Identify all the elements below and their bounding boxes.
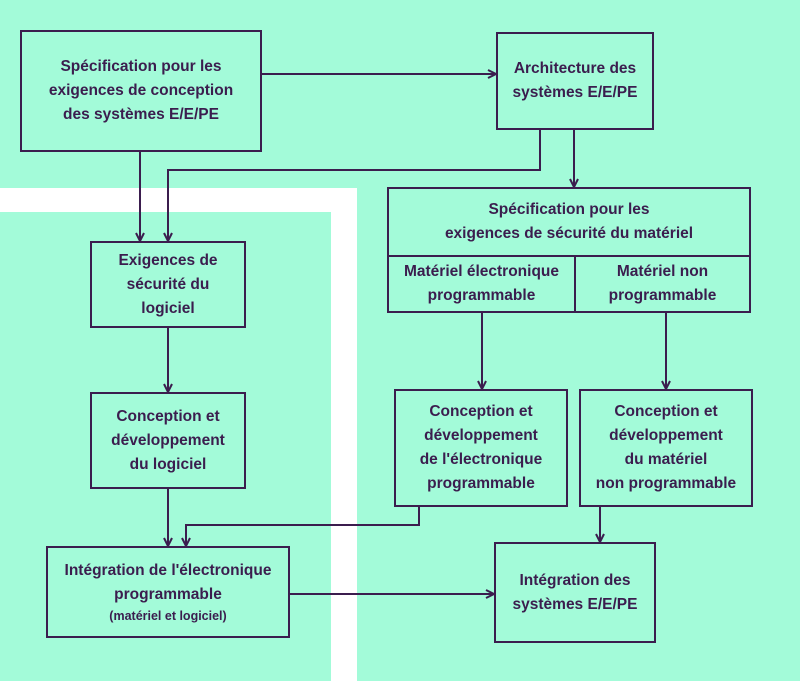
arrow-conception-electronique-to-integration [186, 507, 420, 546]
box-architecture-label: Architecture des systèmes E/E/PE [512, 60, 638, 101]
box-spec-securite-materiel-label: Spécification pour les exigences de sécu… [444, 201, 694, 242]
box-architecture: Architecture des systèmes E/E/PE [496, 32, 654, 130]
box-conception-logiciel-label: Conception et développement du logiciel [111, 407, 225, 473]
box-conception-materiel: Conception et développement du matériel … [579, 389, 753, 507]
box-materiel-non-programmable-label: Matériel non programmable [608, 263, 717, 304]
box-integration-systemes: Intégration des systèmes E/E/PE [494, 542, 656, 643]
box-conception-materiel-label: Conception et développement du matériel … [595, 403, 737, 492]
box-spec-conception-label: Spécification pour les exigences de conc… [48, 58, 234, 123]
arrow-architecture-to-exigences [168, 130, 541, 241]
box-integration-electronique-note: (matériel et logiciel) [109, 609, 227, 623]
box-integration-electronique: Intégration de l'électronique programmab… [46, 546, 290, 638]
box-spec-securite-materiel: Spécification pour les exigences de sécu… [387, 187, 751, 257]
box-conception-logiciel: Conception et développement du logiciel [90, 392, 246, 489]
separator-band-vertical [331, 188, 357, 681]
box-spec-conception: Spécification pour les exigences de conc… [20, 30, 262, 152]
box-integration-electronique-label: Intégration de l'électronique programmab… [64, 562, 272, 603]
box-integration-systemes-label: Intégration des systèmes E/E/PE [512, 571, 638, 613]
separator-band-horizontal [0, 188, 357, 212]
box-materiel-electronique: Matériel électronique programmable [387, 255, 576, 313]
box-exigences-logiciel-label: Exigences de sécurité du logiciel [118, 251, 218, 317]
box-conception-electronique: Conception et développement de l'électro… [394, 389, 568, 507]
box-exigences-logiciel: Exigences de sécurité du logiciel [90, 241, 246, 328]
box-materiel-electronique-label: Matériel électronique programmable [403, 263, 560, 304]
box-conception-electronique-label: Conception et développement de l'électro… [419, 403, 543, 492]
box-materiel-non-programmable: Matériel non programmable [574, 255, 751, 313]
